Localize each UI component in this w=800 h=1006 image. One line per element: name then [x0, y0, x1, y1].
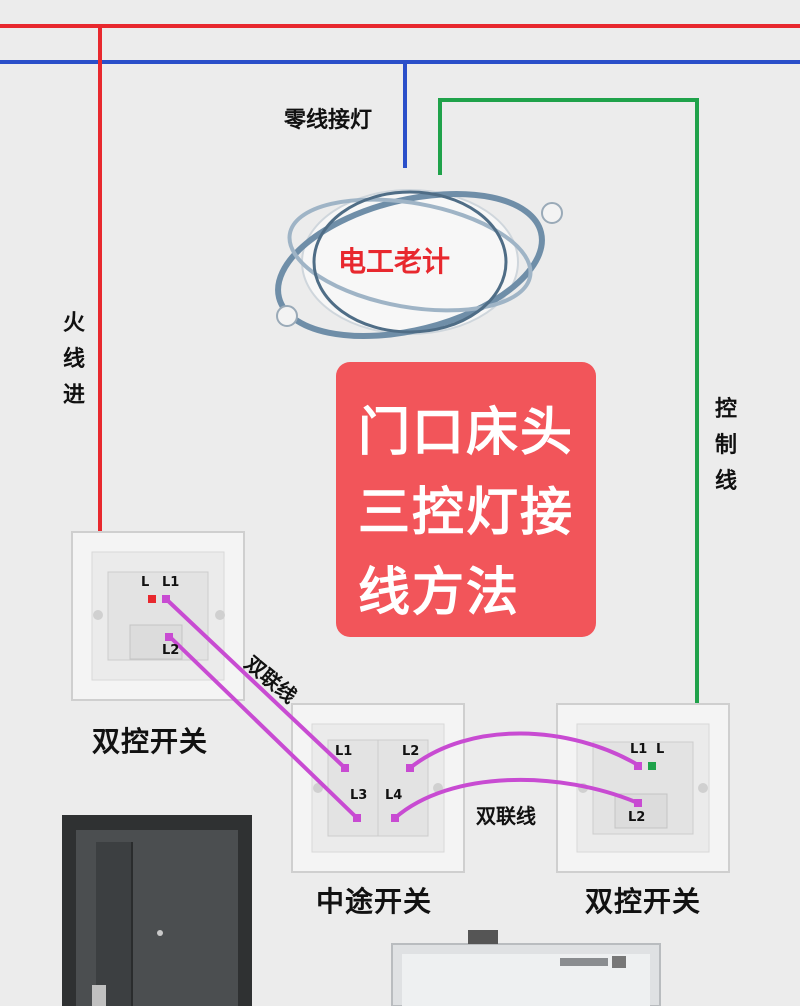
left-switch-caption: 双控开关 — [92, 725, 209, 758]
middle-switch-plate — [291, 703, 465, 873]
neutral-to-lamp-label: 零线接灯 — [284, 108, 373, 133]
title-line-1: 门口床头 — [358, 403, 575, 463]
dual-link-wire-L1 — [163, 596, 347, 770]
left-switch-plate — [71, 531, 245, 701]
title-line-3: 线方法 — [358, 563, 521, 623]
right-switch-terminal-L: L — [656, 742, 665, 757]
right-switch-caption: 双控开关 — [585, 885, 702, 918]
middle-switch-caption: 中途开关 — [316, 885, 433, 918]
control-wire-label: 控制线 — [714, 397, 737, 494]
middle-switch-terminal-L3: L3 — [350, 788, 368, 803]
left-switch-terminal-L1: L1 — [162, 575, 180, 590]
bed-illustration — [391, 930, 661, 1006]
middle-switch-terminal-L2: L2 — [402, 744, 420, 759]
dual-link-label-2: 双联线 — [476, 804, 536, 828]
left-switch-terminal-L2: L2 — [162, 643, 180, 658]
lamp-brand-label: 电工老计 — [338, 245, 451, 278]
title-box: 门口床头 三控灯接 线方法 — [336, 362, 596, 637]
middle-switch-terminal-L1: L1 — [335, 744, 353, 759]
dual-link-wire-L2 — [168, 635, 359, 820]
dual-link-wire-right-top — [408, 731, 640, 770]
ceiling-lamp — [275, 189, 563, 340]
middle-switch-terminal-L4: L4 — [385, 788, 403, 803]
live-in-wire — [98, 26, 152, 602]
live-in-label: 火线进 — [62, 311, 85, 408]
right-switch-terminal-L2: L2 — [628, 810, 646, 825]
title-line-2: 三控灯接 — [358, 483, 575, 543]
right-switch-terminal-L1: L1 — [630, 742, 648, 757]
dual-link-wire-right-bottom — [393, 777, 639, 820]
terminal-dots — [148, 595, 656, 822]
left-switch-terminal-L: L — [141, 575, 150, 590]
door-illustration — [62, 815, 252, 1006]
